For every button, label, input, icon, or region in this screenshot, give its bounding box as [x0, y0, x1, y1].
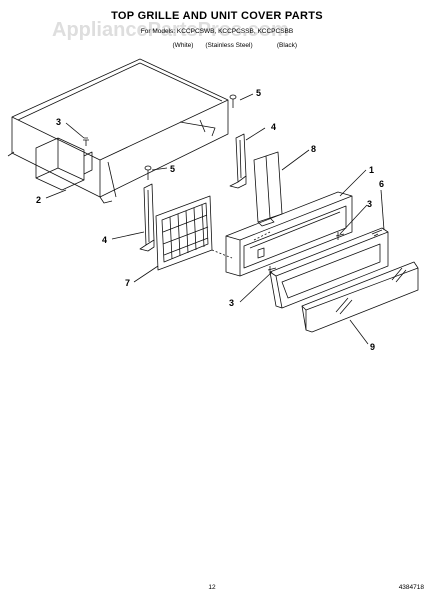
callout-number: 3	[229, 298, 234, 308]
page-number: 12	[208, 584, 216, 591]
mounting-bracket-lower	[139, 183, 155, 252]
callout-labels: 1 2 3 3 3 4 4 5 5 6 7 8 9	[36, 88, 384, 352]
page-title: TOP GRILLE AND UNIT COVER PARTS	[111, 10, 323, 22]
screw-icon	[144, 165, 152, 180]
callout-number: 5	[256, 88, 261, 98]
callout-number: 3	[56, 117, 61, 127]
front-panel	[269, 227, 389, 309]
callout-number: 7	[125, 278, 130, 288]
finish-stainless: (Stainless Steel)	[205, 42, 252, 49]
finish-black: (Black)	[277, 42, 297, 49]
callout-number: 3	[367, 199, 372, 209]
callout-number: 5	[170, 164, 175, 174]
finish-white: (White)	[173, 42, 194, 49]
callout-number: 2	[36, 195, 41, 205]
watermark: AppliancePartsPros.com	[52, 19, 289, 41]
screw-icon	[335, 232, 345, 240]
control-box	[35, 137, 93, 191]
callout-number: 6	[379, 179, 384, 189]
callout-number: 1	[369, 165, 374, 175]
callout-number: 4	[271, 122, 276, 132]
document-number: 4384718	[399, 584, 425, 591]
glass-panel	[301, 261, 419, 333]
callout-number: 4	[102, 235, 107, 245]
callout-number: 8	[311, 144, 316, 154]
side-channel	[253, 151, 283, 227]
model-list: For Models: KCCPCSWB, KCCPCSSB, KCCPCSBB	[141, 28, 293, 35]
screw-icon	[83, 137, 89, 146]
screw-icon	[229, 94, 237, 108]
front-frame	[225, 191, 353, 277]
grille-filter	[155, 195, 213, 271]
mounting-bracket-upper	[229, 133, 247, 189]
leader-lines	[45, 93, 385, 345]
unit-cover	[7, 58, 229, 204]
callout-number: 9	[370, 342, 375, 352]
